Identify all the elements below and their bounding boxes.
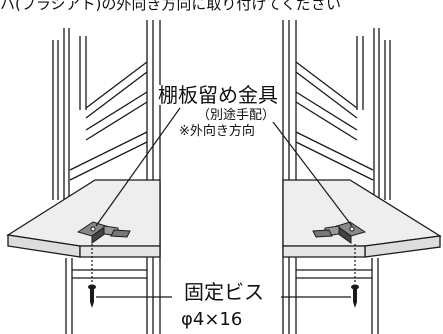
right-bracket-icon: [312, 221, 367, 244]
bracket-note-order-separately: （別途手配）: [196, 108, 277, 123]
left-frame: [52, 20, 161, 334]
right-shelf-board: [282, 179, 442, 258]
screw-label: 固定ビス: [183, 280, 265, 304]
top-instruction-text: ハ(フラシアト)の外向き方向に取り付けてください: [0, 0, 341, 13]
bracket-label: 棚板留め金具: [157, 83, 279, 107]
screw-size-label: φ4×16: [180, 309, 244, 330]
left-screw-icon: [88, 284, 96, 308]
left-shelf-board: [6, 179, 161, 258]
bracket-note-direction: ※外向き方向: [178, 124, 256, 139]
right-screw-icon: [351, 284, 359, 308]
screw-guide-lines: [91, 244, 356, 283]
left-bracket-icon: [76, 221, 131, 244]
right-frame: [282, 20, 391, 334]
leader-lines: [95, 107, 353, 298]
